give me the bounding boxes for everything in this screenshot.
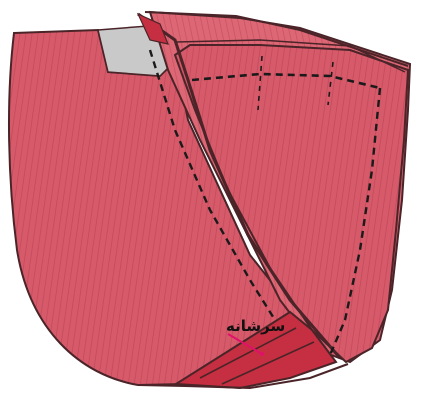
annotation-pointer-dot — [260, 352, 264, 356]
shoulder-label: سرشانه — [226, 317, 285, 335]
